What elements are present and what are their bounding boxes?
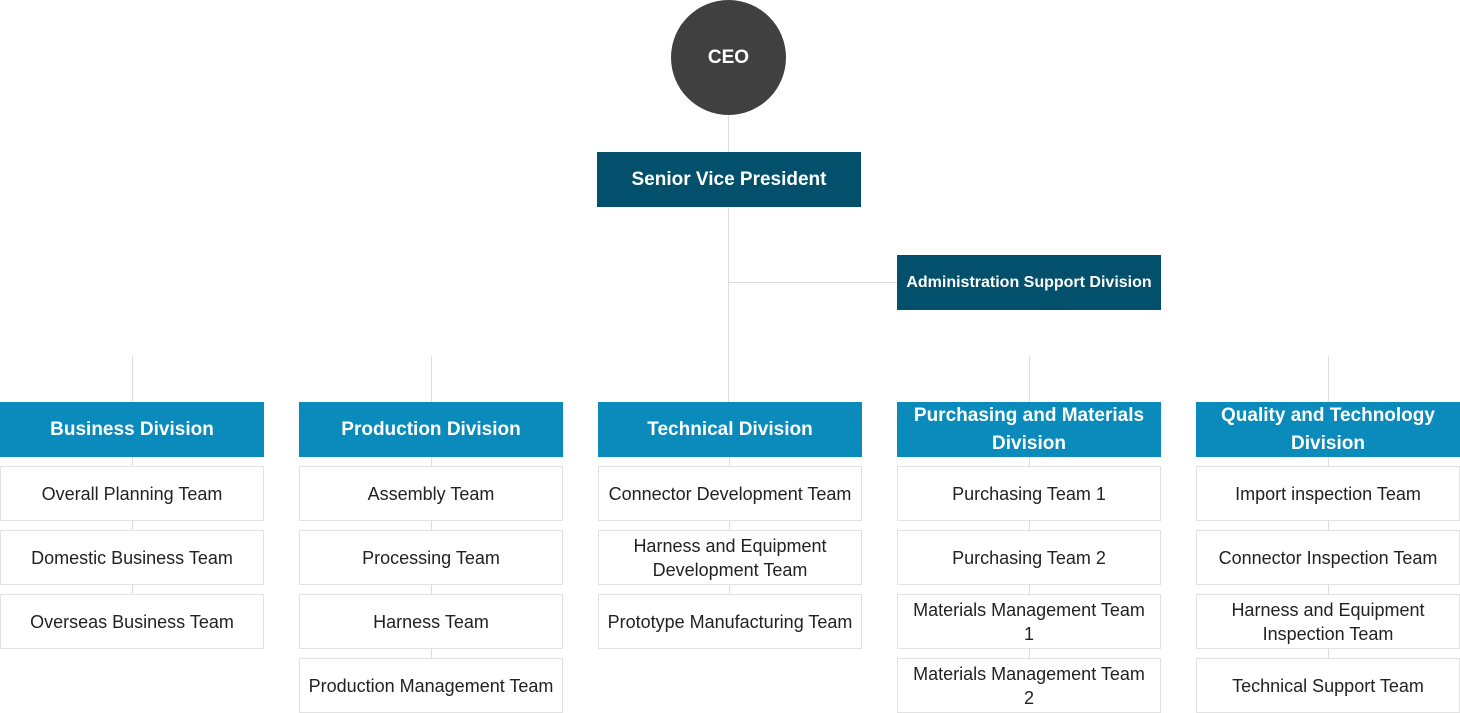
team-box: Harness Team xyxy=(299,594,563,649)
connector-svp-trunk xyxy=(728,207,729,402)
team-box: Connector Inspection Team xyxy=(1196,530,1460,585)
team-box: Materials Management Team 1 xyxy=(897,594,1161,649)
team-box: Harness and Equipment Inspection Team xyxy=(1196,594,1460,649)
team-box: Materials Management Team 2 xyxy=(897,658,1161,713)
team-box: Overall Planning Team xyxy=(0,466,264,521)
connector-admin-branch xyxy=(728,282,897,283)
connector-ceo-svp xyxy=(728,115,729,152)
admin-support-node: Administration Support Division xyxy=(897,255,1161,310)
division-quality: Quality and Technology Division xyxy=(1196,402,1460,457)
division-production: Production Division xyxy=(299,402,563,457)
connector-production xyxy=(431,356,432,402)
connector-business xyxy=(132,356,133,402)
svp-node: Senior Vice President xyxy=(597,152,861,207)
team-box: Production Management Team xyxy=(299,658,563,713)
team-box: Purchasing Team 2 xyxy=(897,530,1161,585)
team-box: Technical Support Team xyxy=(1196,658,1460,713)
ceo-node: CEO xyxy=(671,0,786,115)
team-box: Connector Development Team xyxy=(598,466,862,521)
team-box: Harness and Equipment Development Team xyxy=(598,530,862,585)
division-technical: Technical Division xyxy=(598,402,862,457)
team-box: Domestic Business Team xyxy=(0,530,264,585)
connector-purchasing xyxy=(1029,356,1030,402)
division-purchasing: Purchasing and Materials Division xyxy=(897,402,1161,457)
team-box: Purchasing Team 1 xyxy=(897,466,1161,521)
team-box: Overseas Business Team xyxy=(0,594,264,649)
team-box: Prototype Manufacturing Team xyxy=(598,594,862,649)
team-box: Assembly Team xyxy=(299,466,563,521)
team-box: Processing Team xyxy=(299,530,563,585)
division-business: Business Division xyxy=(0,402,264,457)
connector-quality xyxy=(1328,356,1329,402)
team-box: Import inspection Team xyxy=(1196,466,1460,521)
